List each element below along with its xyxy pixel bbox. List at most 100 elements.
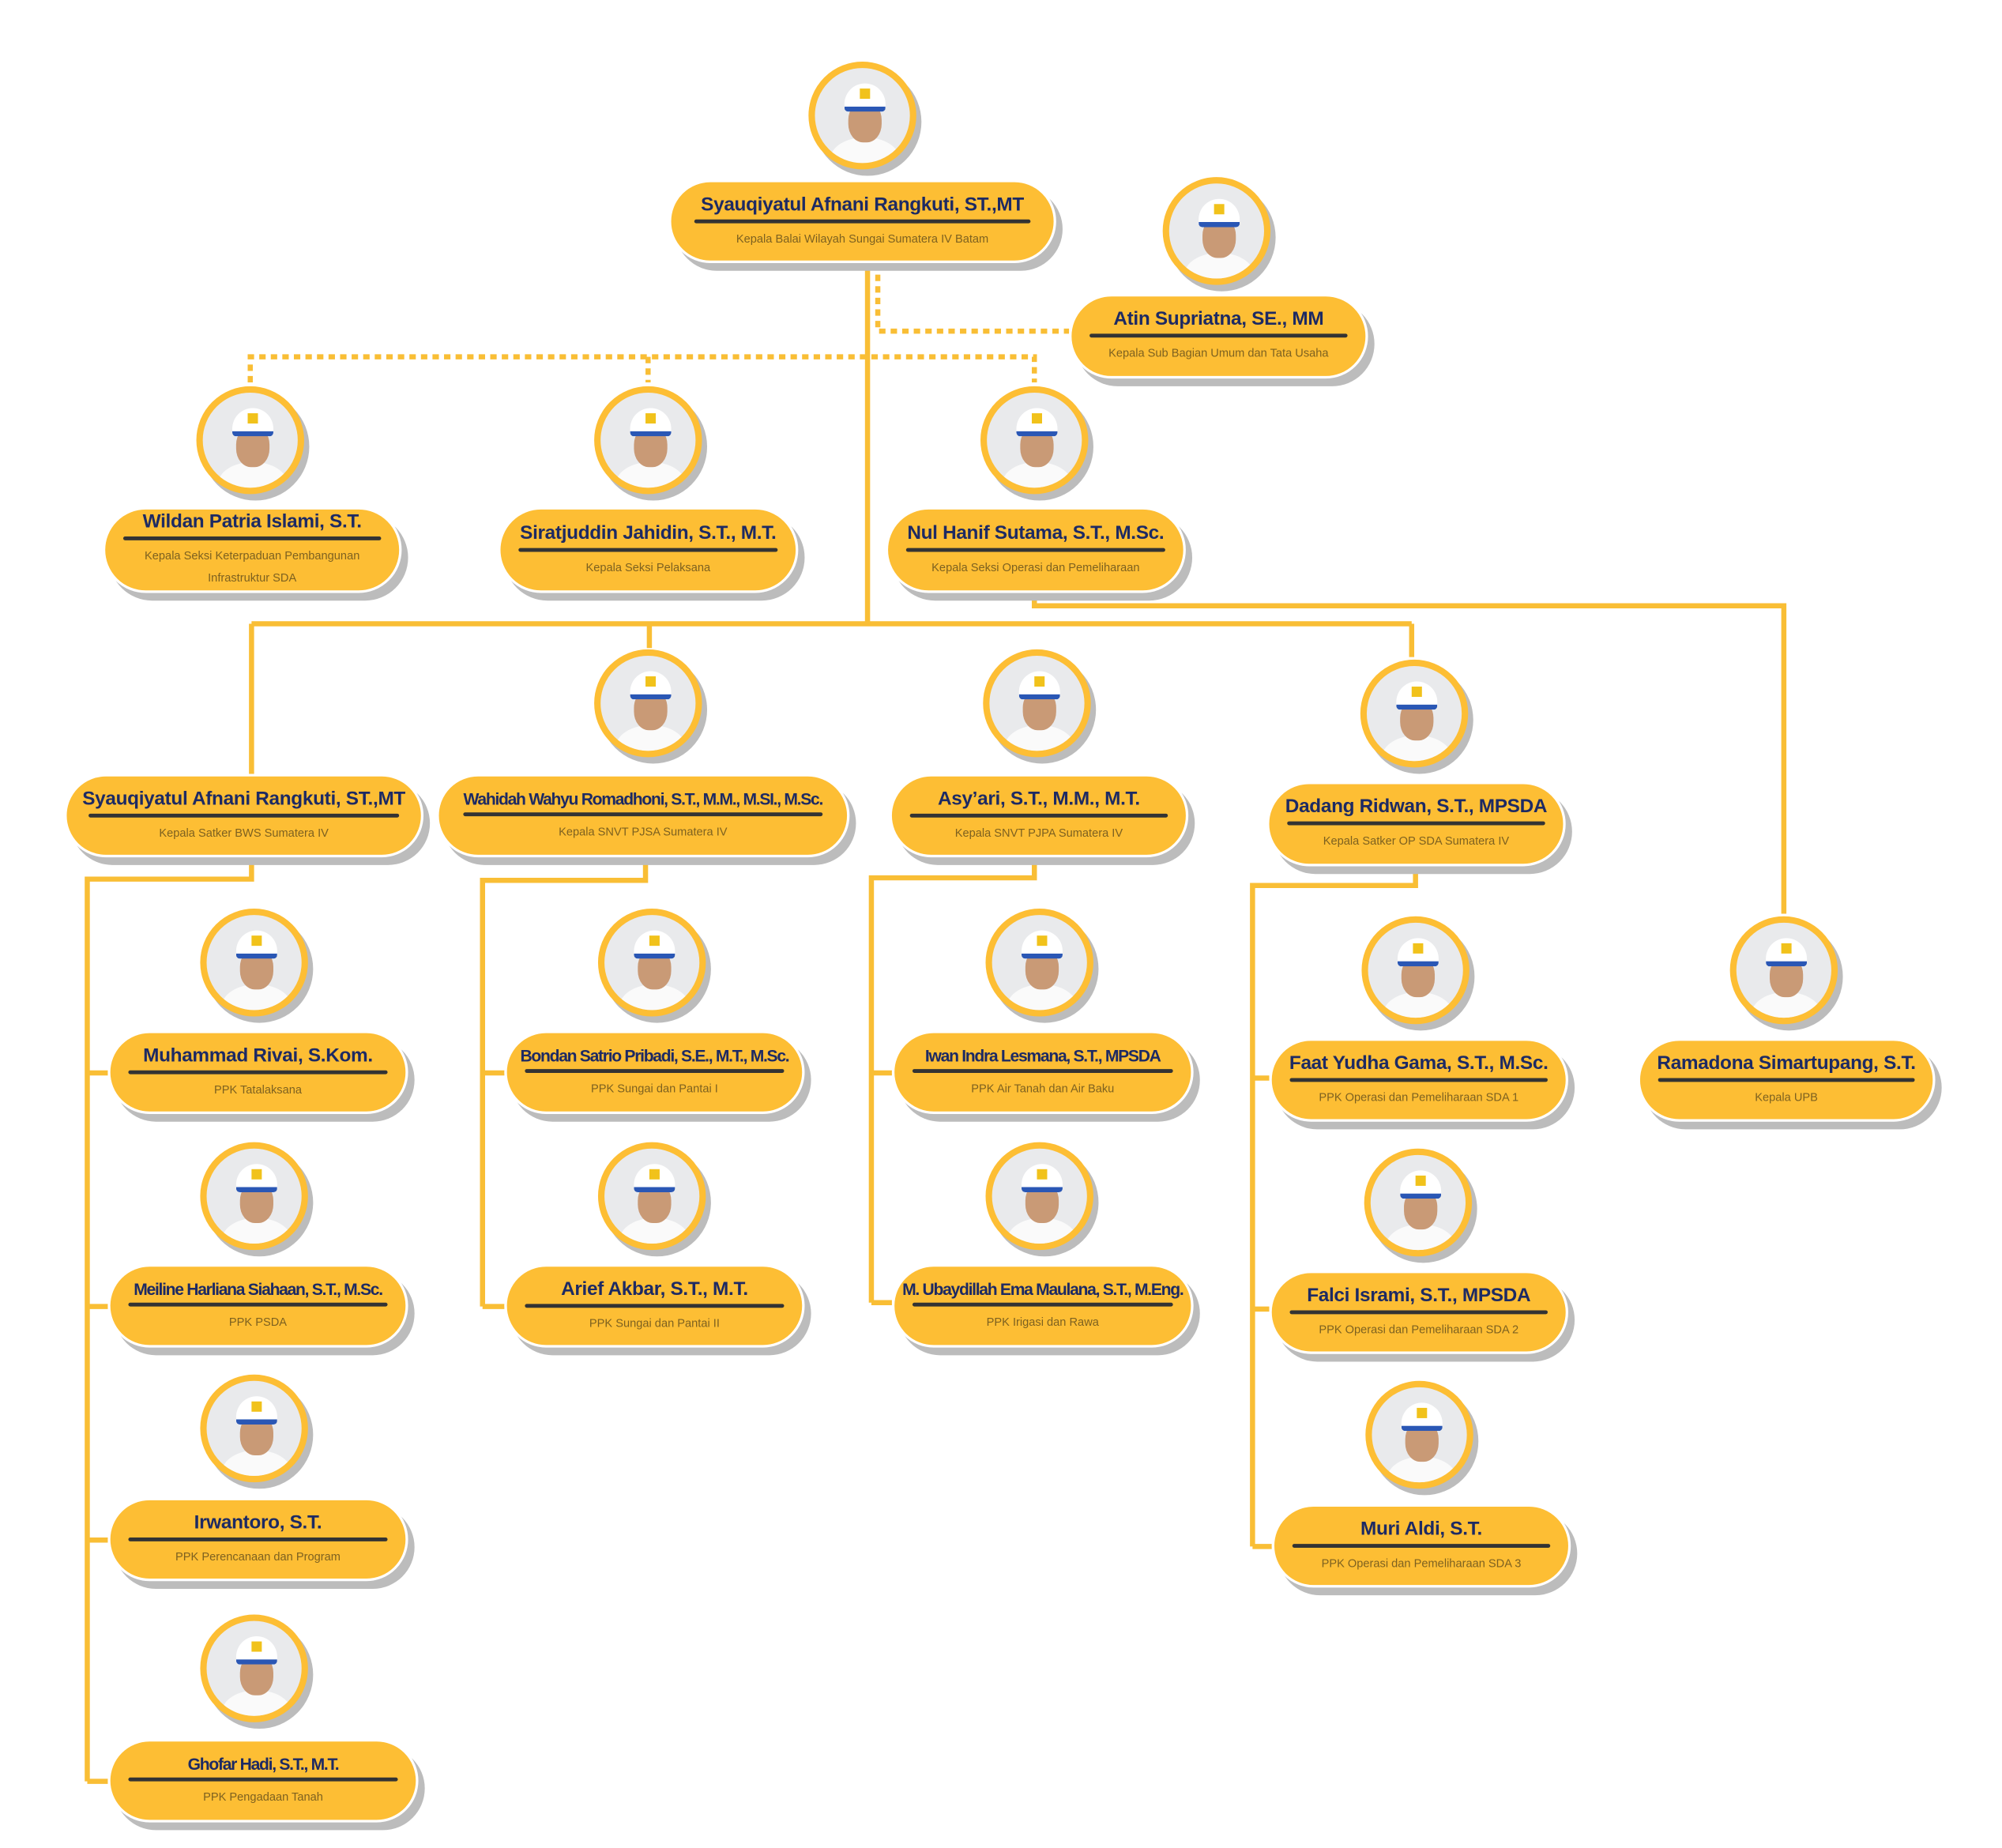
pupr-logo-icon: [1034, 676, 1045, 687]
connector-pjsa: [480, 857, 649, 1309]
org-node-ppk-op-1: Faat Yudha Gama, S.T., M.Sc. PPK Operasi …: [1269, 1038, 1568, 1122]
person-name: Ghofar Hadi, S.T., M.T.: [187, 1753, 340, 1774]
position-title: PPK Sungai dan Pantai II: [589, 1315, 720, 1330]
person-name: Bondan Satrio Pribadi, S.E., M.T., M.Sc.: [520, 1045, 789, 1065]
org-node-kepala-upb: Ramadona Simartupang, S.T. Kepala UPB: [1637, 1038, 1936, 1122]
pupr-logo-icon: [1417, 1407, 1428, 1418]
connector-op-upb: [1031, 593, 1787, 914]
position-title: PPK Air Tanah dan Air Baku: [971, 1081, 1115, 1094]
person-name: Wildan Patria Islami, S.T.: [142, 510, 362, 533]
name-underline: [694, 218, 1031, 223]
name-underline: [912, 1068, 1173, 1073]
org-node-ppk-pengadaan: Ghofar Hadi, S.T., M.T. PPK Pengadaan Tan…: [107, 1739, 419, 1823]
helmet-icon: [630, 671, 672, 700]
helmet-icon: [630, 408, 672, 437]
position-title: Kepala SNVT PJPA Sumatera IV: [954, 826, 1123, 839]
org-node-kasi-keterpaduan: Wildan Patria Islami, S.T.Kepala Seksi K…: [102, 506, 402, 593]
avatar-photo: [1729, 916, 1838, 1025]
name-underline: [905, 547, 1166, 551]
org-node-ppk-psda: Meiline Harliana Siahaan, S.T., M.Sc.PPK…: [107, 1263, 408, 1348]
person-name: Falci Isrami, S.T., MPSDA: [1307, 1284, 1531, 1306]
person-name: Ramadona Simartupang, S.T.: [1657, 1052, 1916, 1074]
pupr-logo-icon: [649, 1169, 660, 1180]
position-title: Kepala Sub Bagian Umum dan Tata Usaha: [1108, 346, 1329, 359]
org-node-kasubag-umum: Atin Supriatna, SE., MM Kepala Sub Bagian…: [1069, 293, 1368, 379]
person-name: Muri Aldi, S.T.: [1360, 1517, 1482, 1540]
position-title: Kepala UPB: [1755, 1090, 1818, 1104]
connector-satker-op: [1250, 866, 1418, 1549]
name-underline: [128, 1069, 388, 1074]
position-title: PPK Operasi dan Pemeliharaan SDA 1: [1319, 1090, 1519, 1104]
name-underline: [122, 536, 382, 540]
position-title: Kepala Seksi Pelaksana: [585, 560, 711, 574]
position-title: Kepala SNVT PJSA Sumatera IV: [559, 824, 728, 837]
org-node-kepala-balai: Syauqiyatul Afnani Rangkuti, ST.,MT Kepal…: [668, 179, 1056, 263]
person-name: Faat Yudha Gama, S.T., M.Sc.: [1289, 1052, 1549, 1074]
avatar-photo: [200, 1614, 308, 1722]
position-title: PPK Tatalaksana: [213, 1082, 303, 1096]
connector-main: [249, 262, 1415, 774]
name-underline: [1292, 1543, 1551, 1548]
avatar-photo: [985, 909, 1093, 1017]
person-name: Asy’ari, S.T., M.M., M.T.: [937, 787, 1140, 810]
org-node-ppk-air-tanah: Iwan Indra Lesmana, S.T., MPSDA PPK Air T…: [891, 1030, 1194, 1114]
name-underline: [1289, 1309, 1549, 1314]
name-underline: [128, 1537, 388, 1541]
person-name: Syauqiyatul Afnani Rangkuti, ST.,MT: [82, 787, 405, 810]
pupr-logo-icon: [251, 1641, 262, 1652]
position-title: PPK Pengadaan Tanah: [203, 1790, 323, 1803]
pupr-logo-icon: [649, 935, 660, 947]
org-node-ppk-perencanaan: Irwantoro, S.T.PPK Perencanaan dan Progr…: [107, 1497, 408, 1582]
org-node-ppk-op-3: Muri Aldi, S.T.PPK Operasi dan Pemelihar…: [1271, 1504, 1571, 1588]
avatar-photo: [808, 61, 916, 170]
name-underline: [517, 547, 778, 551]
name-underline: [525, 1068, 785, 1073]
person-name: Iwan Indra Lesmana, S.T., MPSDA: [924, 1045, 1161, 1065]
pupr-logo-icon: [1031, 413, 1042, 424]
pupr-logo-icon: [1781, 943, 1792, 954]
org-node-kasi-pelaksana: Siratjuddin Jahidin, S.T., M.T. Kepala Se…: [498, 506, 799, 593]
position-title: Kepala Balai Wilayah Sungai Sumatera IV …: [736, 231, 989, 245]
pupr-logo-icon: [1411, 687, 1422, 698]
avatar-photo: [983, 649, 1091, 758]
avatar-photo: [597, 1142, 706, 1251]
pupr-logo-icon: [1415, 1175, 1426, 1186]
position-title: PPK Irigasi dan Rawa: [986, 1315, 1099, 1328]
pupr-logo-icon: [860, 88, 871, 100]
name-underline: [128, 1776, 398, 1781]
person-name: Arief Akbar, S.T., M.T.: [561, 1278, 748, 1300]
avatar-photo: [594, 649, 702, 758]
position-title: Kepala Satker OP SDA Sumatera IV: [1323, 834, 1510, 848]
person-name: Irwantoro, S.T.: [194, 1511, 322, 1534]
position-title: PPK Operasi dan Pemeliharaan SDA 2: [1319, 1322, 1519, 1336]
pupr-logo-icon: [1037, 1169, 1048, 1180]
org-node-kasatker-op: Dadang Ridwan, S.T., MPSDA Kepala Satker …: [1266, 781, 1566, 867]
person-name: Dadang Ridwan, S.T., MPSDA: [1285, 796, 1548, 818]
pupr-logo-icon: [247, 413, 258, 424]
name-underline: [912, 1301, 1173, 1306]
pupr-logo-icon: [251, 1169, 262, 1180]
person-name: Nul Hanif Sutama, S.T., M.Sc.: [907, 521, 1165, 544]
avatar-photo: [1365, 1380, 1473, 1489]
pupr-logo-icon: [251, 935, 262, 947]
person-name: M. Ubaydillah Ema Maulana, S.T., M.Eng.: [902, 1278, 1184, 1299]
avatar-photo: [597, 909, 706, 1017]
avatar-photo: [985, 1142, 1093, 1251]
org-node-kasnvt-pjpa: Asy’ari, S.T., M.M., M.T. Kepala SNVT PJP…: [889, 773, 1189, 858]
position-title: PPK Sungai dan Pantai I: [590, 1081, 718, 1094]
avatar-photo: [200, 1142, 308, 1251]
pupr-logo-icon: [1214, 204, 1225, 215]
org-node-kasnvt-pjsa: Wahidah Wahyu Romadhoni, S.T., M.M., M.S…: [436, 773, 850, 858]
connector-satker-bws: [85, 857, 254, 1784]
pupr-logo-icon: [1413, 943, 1424, 954]
name-underline: [1286, 821, 1546, 826]
person-name: Atin Supriatna, SE., MM: [1113, 307, 1324, 330]
person-name: Syauqiyatul Afnani Rangkuti, ST.,MT: [701, 193, 1024, 216]
pupr-logo-icon: [645, 676, 657, 687]
person-name: Siratjuddin Jahidin, S.T., M.T.: [520, 521, 777, 544]
pupr-logo-icon: [645, 413, 657, 424]
person-name: Muhammad Rivai, S.Kom.: [143, 1044, 373, 1067]
helmet-icon: [1401, 1402, 1443, 1432]
